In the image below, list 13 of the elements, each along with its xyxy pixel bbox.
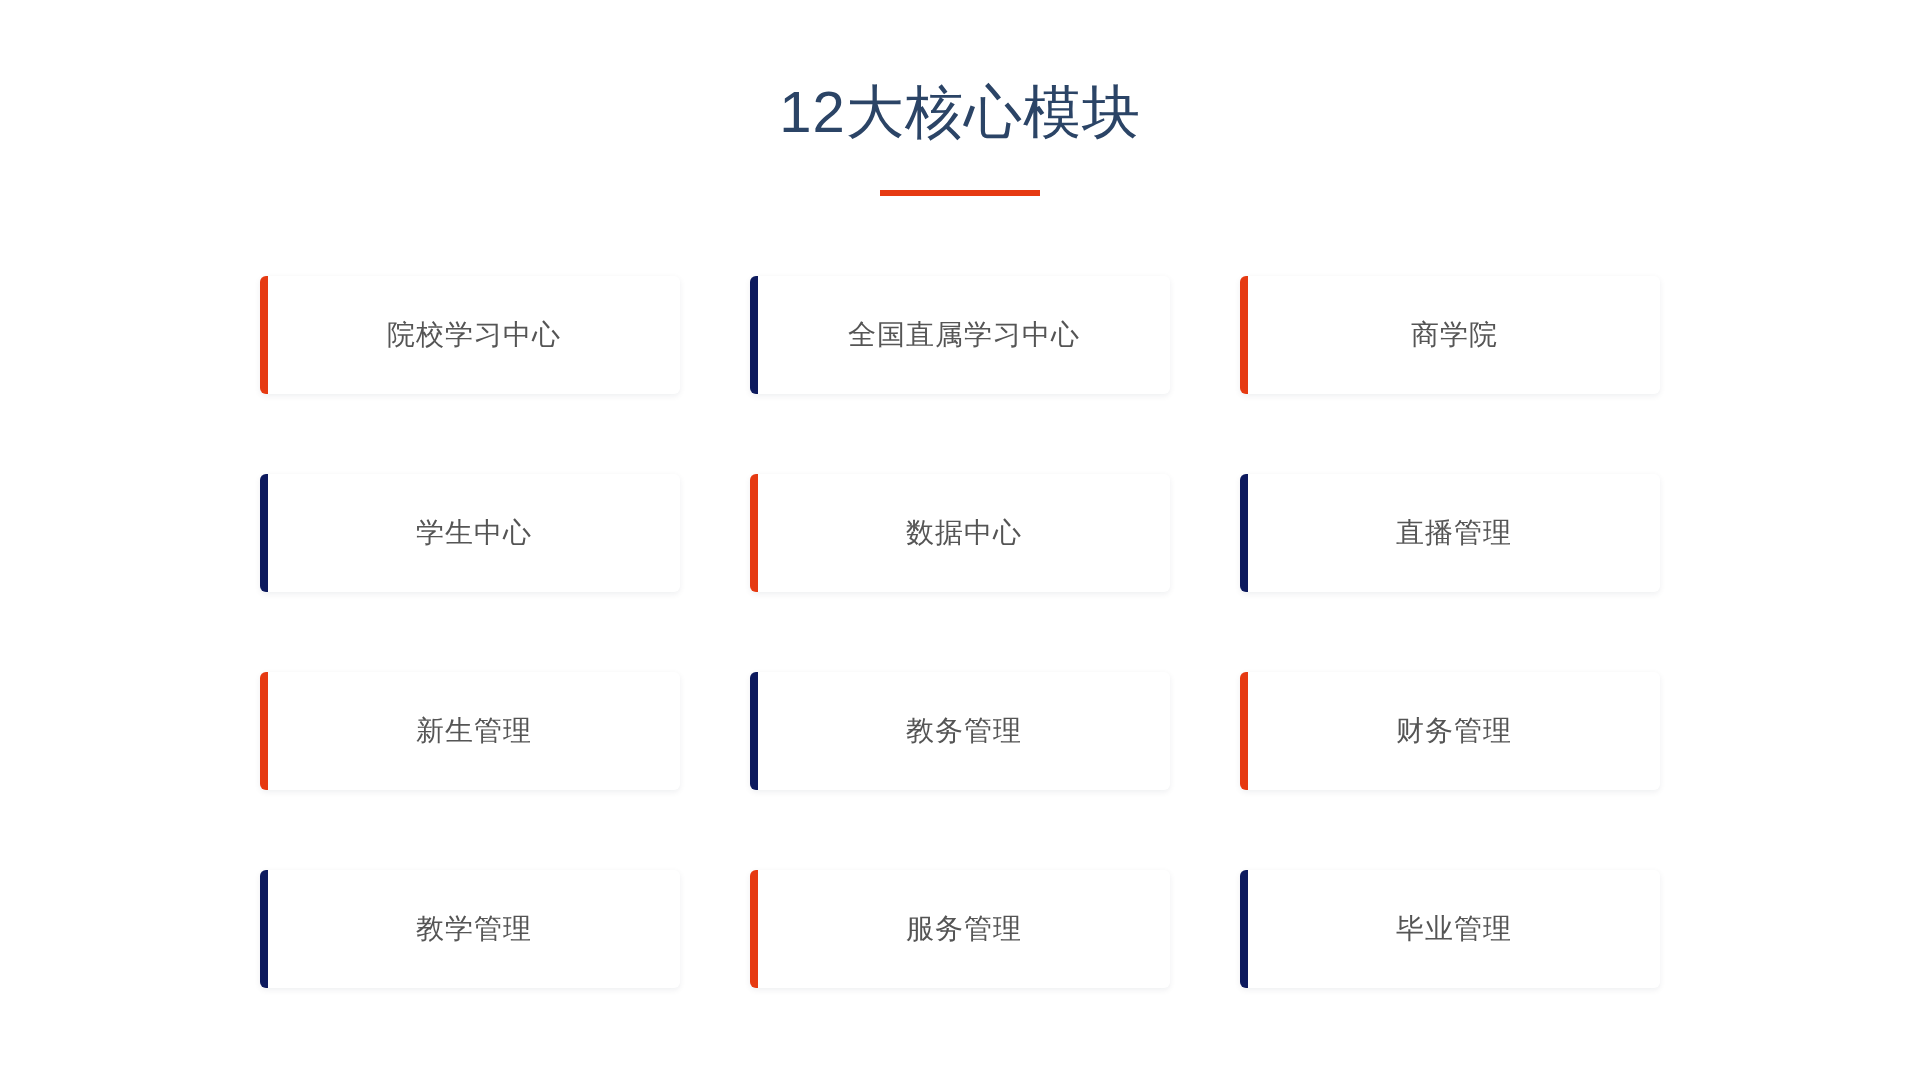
module-card: 全国直属学习中心 — [750, 276, 1170, 394]
module-card: 财务管理 — [1240, 672, 1660, 790]
title: 12大核心模块 — [778, 78, 1142, 146]
module-card: 新生管理 — [260, 672, 680, 790]
module-card: 教务管理 — [750, 672, 1170, 790]
module-card: 教学管理 — [260, 870, 680, 988]
module-card: 服务管理 — [750, 870, 1170, 988]
module-card: 数据中心 — [750, 474, 1170, 592]
module-card: 院校学习中心 — [260, 276, 680, 394]
module-card: 直播管理 — [1240, 474, 1660, 592]
module-card: 学生中心 — [260, 474, 680, 592]
module-card: 毕业管理 — [1240, 870, 1660, 988]
module-card: 商学院 — [1240, 276, 1660, 394]
